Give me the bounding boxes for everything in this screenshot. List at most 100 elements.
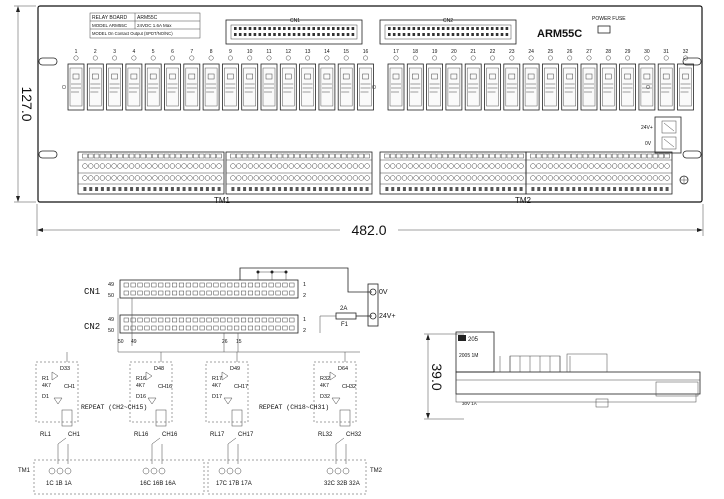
sch-connector-pin (227, 290, 233, 296)
terminal-screw-icon (93, 175, 100, 181)
led-diode-icon (221, 371, 229, 381)
relay-led-icon (451, 55, 457, 61)
terminal-screw-icon (436, 163, 443, 169)
sch-terminal-labels: 17C 17B 17A (216, 481, 252, 487)
led-diode-icon (51, 371, 59, 381)
connector-pin (283, 33, 286, 36)
terminal-block (77, 151, 225, 195)
terminal-screw-icon (158, 467, 166, 475)
sch-connector-pin (158, 282, 164, 288)
side-view: 39.0 205 2005 1M 30V 1A (424, 331, 701, 420)
relay-led-icon (266, 55, 272, 61)
schematic: CN1 49 50 1 2 CN2 49 50 1 2 50 49 26 15 … (18, 267, 396, 495)
terminal-screw-icon (329, 175, 335, 181)
sch-ch-ref: CH32 (342, 384, 356, 390)
supply-0v-label: 0V (645, 141, 652, 147)
terminal-screw-icon (500, 175, 507, 181)
sch-connector-pin (241, 325, 247, 331)
relay-number: 6 (171, 49, 174, 55)
sch-connector-pin (199, 325, 205, 331)
title-row2-b: 24VDC 1.6A Max (137, 23, 172, 28)
sch-connector-pin (199, 290, 205, 296)
terminal-screw-icon (600, 175, 606, 181)
terminal-screw-icon (282, 175, 289, 181)
terminal-screw-icon (664, 175, 670, 181)
terminal-screw-icon (547, 163, 554, 169)
relay-number: 20 (451, 49, 457, 55)
connector-pin (312, 33, 315, 36)
relay-led-icon (363, 55, 368, 61)
sch-connector-pin (123, 317, 129, 323)
sch-connector-pin (185, 282, 191, 288)
terminal-screw-icon (611, 175, 618, 181)
terminal-screw-icon (358, 163, 364, 169)
terminal-screw-icon (300, 163, 306, 169)
terminal-screw-icon (181, 163, 187, 169)
relay-number: 22 (490, 49, 496, 55)
title-row3-a: MODEL On Contact Output (SPDT/NO/NC) (92, 31, 173, 36)
terminal-screw-icon (454, 163, 460, 169)
connector-pin (432, 33, 435, 36)
sch-connector-pin (178, 290, 184, 296)
sch-connector-pin (185, 325, 191, 331)
sch-connector-pin (247, 290, 253, 296)
relay-led-icon (547, 55, 553, 61)
relay-number: 5 (152, 49, 155, 55)
connector-pin (422, 33, 425, 36)
sch-connector-pin (289, 282, 295, 288)
relay-number: 16 (363, 49, 369, 55)
relay-led-icon (644, 55, 650, 61)
relay (183, 63, 201, 111)
terminal-screw-icon (646, 163, 653, 169)
sch-repeat-1: REPEAT (CH2~CH15) (81, 404, 147, 411)
terminal-screw-icon (93, 163, 100, 169)
terminal-screw-icon (294, 163, 300, 169)
terminal-screw-icon (311, 163, 318, 169)
terminal-screw-icon (571, 175, 577, 181)
sch-cn1-pin2: 2 (303, 293, 306, 299)
sch-connector-pin (227, 325, 233, 331)
connector-pin (397, 27, 401, 30)
sch-connector-pin (234, 282, 240, 288)
terminal-screw-icon (652, 163, 659, 169)
sch-terminal-labels: 1C 1B 1A (46, 481, 72, 487)
sch-connector-pin (234, 290, 240, 296)
sch-connector-pin (275, 290, 281, 296)
sch-resistor-value: 4K7 (42, 383, 51, 389)
relay (426, 63, 444, 111)
width-value: 482.0 (351, 222, 386, 238)
terminal-screw-icon (99, 163, 106, 169)
sch-connector-pin (206, 325, 212, 331)
mount-slot (38, 57, 58, 66)
sch-relay-ref: RL17 (210, 432, 225, 438)
side-relay-sub: 2005 1M (459, 353, 478, 359)
terminal-screw-icon (465, 175, 472, 181)
terminal-screw-icon (547, 175, 554, 181)
terminal-screw-icon (329, 163, 335, 169)
sch-connector-pin (234, 317, 240, 323)
terminal-screw-icon (230, 163, 236, 169)
sch-connector-pin (282, 317, 288, 323)
relay-number: 10 (247, 49, 253, 55)
sch-fuse-value: 2A (340, 306, 347, 312)
terminal-screw-icon (664, 163, 670, 169)
terminal-screw-icon (364, 163, 370, 169)
terminal-screw-icon (140, 163, 146, 169)
sch-tm1-label: TM1 (18, 468, 31, 474)
terminal-screw-icon (536, 163, 542, 169)
terminal-screw-icon (489, 163, 495, 169)
terminal-screw-icon (210, 163, 216, 169)
terminal-screw-icon (395, 163, 402, 169)
relay-led-icon (343, 55, 349, 61)
terminal-screw-icon (483, 175, 489, 181)
terminal-screw-icon (169, 163, 176, 169)
sch-connector-pin (220, 290, 226, 296)
terminal-screw-icon (541, 163, 548, 169)
connector-pin (327, 27, 330, 30)
sch-connector-pin (144, 290, 150, 296)
sch-connector-pin (227, 317, 233, 323)
sch-connector-pin (247, 325, 253, 331)
terminal-screw-icon (358, 175, 364, 181)
